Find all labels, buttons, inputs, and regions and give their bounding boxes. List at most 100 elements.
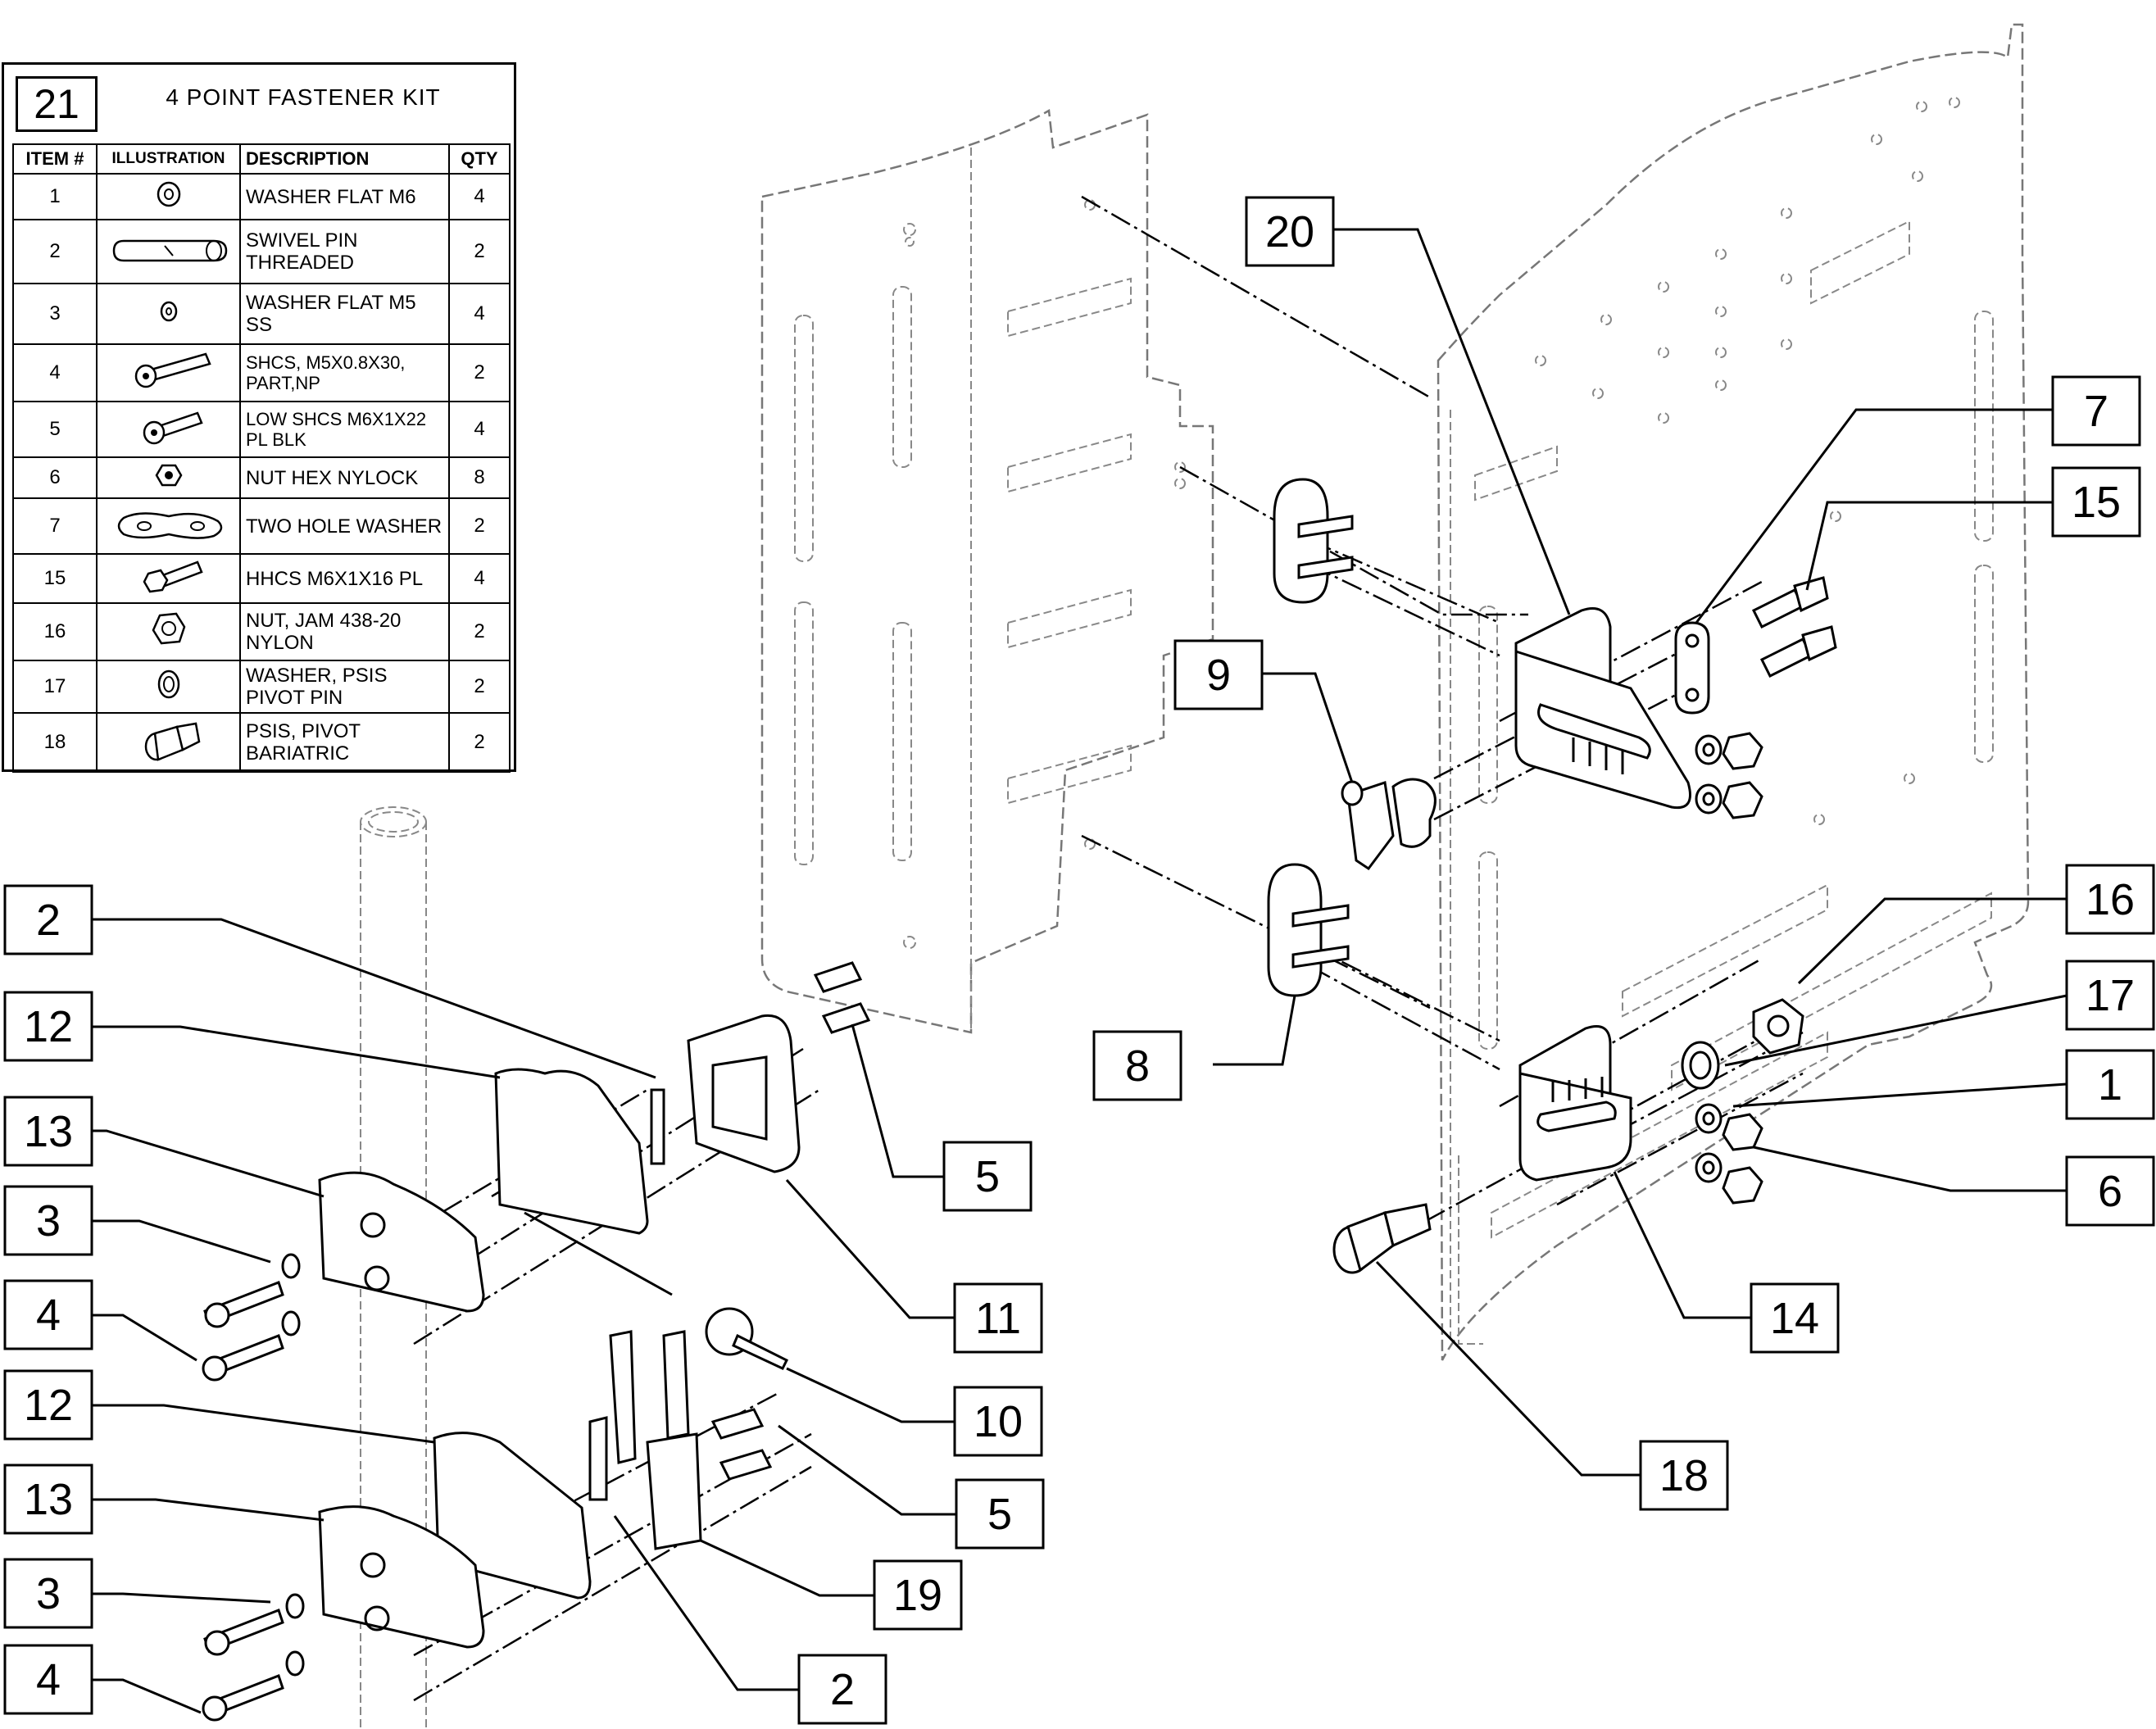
row-qty: 2	[448, 219, 511, 284]
svg-text:15: 15	[2072, 478, 2121, 527]
svg-text:12: 12	[24, 1002, 73, 1051]
row-description: SWIVEL PIN THREADED	[239, 219, 450, 284]
stud-plate-lower	[1267, 863, 1350, 997]
upper-hinge-assembly	[318, 961, 871, 1313]
row-qty: 2	[448, 660, 511, 714]
row-description: SHCS, M5X0.8X30, PART,NP	[239, 343, 450, 402]
row-item: 7	[12, 497, 98, 555]
row-qty: 2	[448, 602, 511, 661]
left-back-plate-ghost	[760, 108, 1214, 1034]
hex-nut-icon	[96, 456, 241, 499]
row-item: 16	[12, 602, 98, 661]
row-description: NUT HEX NYLOCK	[239, 456, 450, 499]
lanyard-pin	[524, 1211, 789, 1370]
row-item: 5	[12, 401, 98, 458]
quick-release-pin	[1341, 778, 1437, 871]
two-hole-washer-icon	[96, 497, 241, 555]
swivel-pin-icon	[96, 219, 241, 284]
table-row: 1 WASHER FLAT M6 4	[12, 173, 511, 220]
lower-hinge-assembly	[318, 1330, 773, 1649]
callout-1: 1	[2065, 1049, 2155, 1120]
callout-12-lower: 12	[3, 1369, 93, 1441]
row-item: 17	[12, 660, 98, 714]
svg-text:14: 14	[1770, 1294, 1819, 1343]
callout-3-lower: 3	[3, 1558, 93, 1629]
callout-3-upper: 3	[3, 1185, 93, 1256]
svg-text:12: 12	[24, 1381, 73, 1430]
row-qty: 8	[448, 456, 511, 499]
row-item: 2	[12, 219, 98, 284]
two-hole-washer	[1674, 621, 1710, 715]
small-washer-icon	[96, 283, 241, 345]
svg-text:17: 17	[2086, 971, 2135, 1020]
svg-text:4: 4	[36, 1655, 61, 1704]
svg-text:10: 10	[974, 1397, 1023, 1446]
row-qty: 2	[448, 343, 511, 402]
right-back-plate-ghost	[1437, 23, 2030, 1361]
row-qty: 4	[448, 173, 511, 220]
pivot-pin	[1332, 1203, 1432, 1274]
row-description: NUT, JAM 438-20 NYLON	[239, 602, 450, 661]
callout-11: 11	[953, 1282, 1043, 1354]
svg-text:5: 5	[975, 1152, 1000, 1201]
callout-17: 17	[2065, 960, 2155, 1031]
svg-text:3: 3	[36, 1196, 61, 1246]
svg-text:13: 13	[24, 1475, 73, 1524]
svg-text:7: 7	[2084, 387, 2108, 436]
callout-2-lower: 2	[797, 1654, 887, 1725]
callout-20: 20	[1245, 196, 1335, 267]
row-qty: 4	[448, 283, 511, 345]
flat-washer-icon	[96, 173, 241, 220]
left-screws-washers	[202, 1253, 305, 1722]
callout-7: 7	[2051, 375, 2141, 447]
table-row: 15 HHCS M6X1X16 PL 4	[12, 553, 511, 604]
table-row: 6 NUT HEX NYLOCK 8	[12, 456, 511, 499]
callout-5-lower: 5	[955, 1478, 1045, 1550]
upper-washers-nuts	[1695, 732, 1763, 819]
svg-text:19: 19	[893, 1571, 942, 1620]
table-row: 4 SHCS, M5X0.8X30, PART,NP 2	[12, 343, 511, 402]
header-illustration: ILLUSTRATION	[96, 143, 241, 175]
row-item: 4	[12, 343, 98, 402]
svg-text:3: 3	[36, 1569, 61, 1618]
pivot-pin-icon	[96, 712, 241, 773]
svg-text:18: 18	[1659, 1451, 1709, 1500]
callout-2-upper: 2	[3, 884, 93, 955]
table-row: 3 WASHER FLAT M5 SS 4	[12, 283, 511, 345]
svg-text:20: 20	[1265, 207, 1314, 256]
row-item: 6	[12, 456, 98, 499]
fastener-kit-table: 21 4 POINT FASTENER KIT ITEM # ILLUSTRAT…	[2, 62, 516, 773]
parts-table: ITEM # ILLUSTRATION DESCRIPTION QTY 1 WA…	[12, 143, 511, 773]
row-description: TWO HOLE WASHER	[239, 497, 450, 555]
callout-5-upper: 5	[942, 1141, 1033, 1212]
table-row: 2 SWIVEL PIN THREADED 2	[12, 219, 511, 284]
svg-text:5: 5	[987, 1490, 1012, 1539]
callout-19: 19	[873, 1559, 963, 1631]
row-description: WASHER, PSIS PIVOT PIN	[239, 660, 450, 714]
row-description: WASHER FLAT M6	[239, 173, 450, 220]
kit-title: 4 POINT FASTENER KIT	[166, 84, 441, 110]
svg-text:6: 6	[2098, 1167, 2122, 1216]
row-qty: 2	[448, 712, 511, 773]
header-qty: QTY	[448, 143, 511, 175]
row-item: 3	[12, 283, 98, 345]
callout-9: 9	[1173, 639, 1264, 710]
svg-text:11: 11	[975, 1294, 1021, 1343]
upper-angle-bracket	[1514, 607, 1691, 810]
callout-14: 14	[1750, 1282, 1840, 1354]
low-socket-cap-screw-icon	[96, 401, 241, 458]
callout-6: 6	[2065, 1155, 2155, 1227]
lower-washers-nuts	[1681, 998, 1804, 1205]
callout-10: 10	[953, 1386, 1043, 1457]
row-qty: 2	[448, 497, 511, 555]
header-item: ITEM #	[12, 143, 98, 175]
svg-text:13: 13	[24, 1107, 73, 1156]
table-row: 7 TWO HOLE WASHER 2	[12, 497, 511, 555]
svg-text:16: 16	[2086, 875, 2135, 924]
table-row: 17 WASHER, PSIS PIVOT PIN 2	[12, 660, 511, 714]
table-row: 5 LOW SHCS M6X1X22 PL BLK 4	[12, 401, 511, 458]
callout-13-upper: 13	[3, 1096, 93, 1167]
svg-text:2: 2	[36, 896, 61, 945]
callout-leaders	[92, 228, 2067, 1714]
